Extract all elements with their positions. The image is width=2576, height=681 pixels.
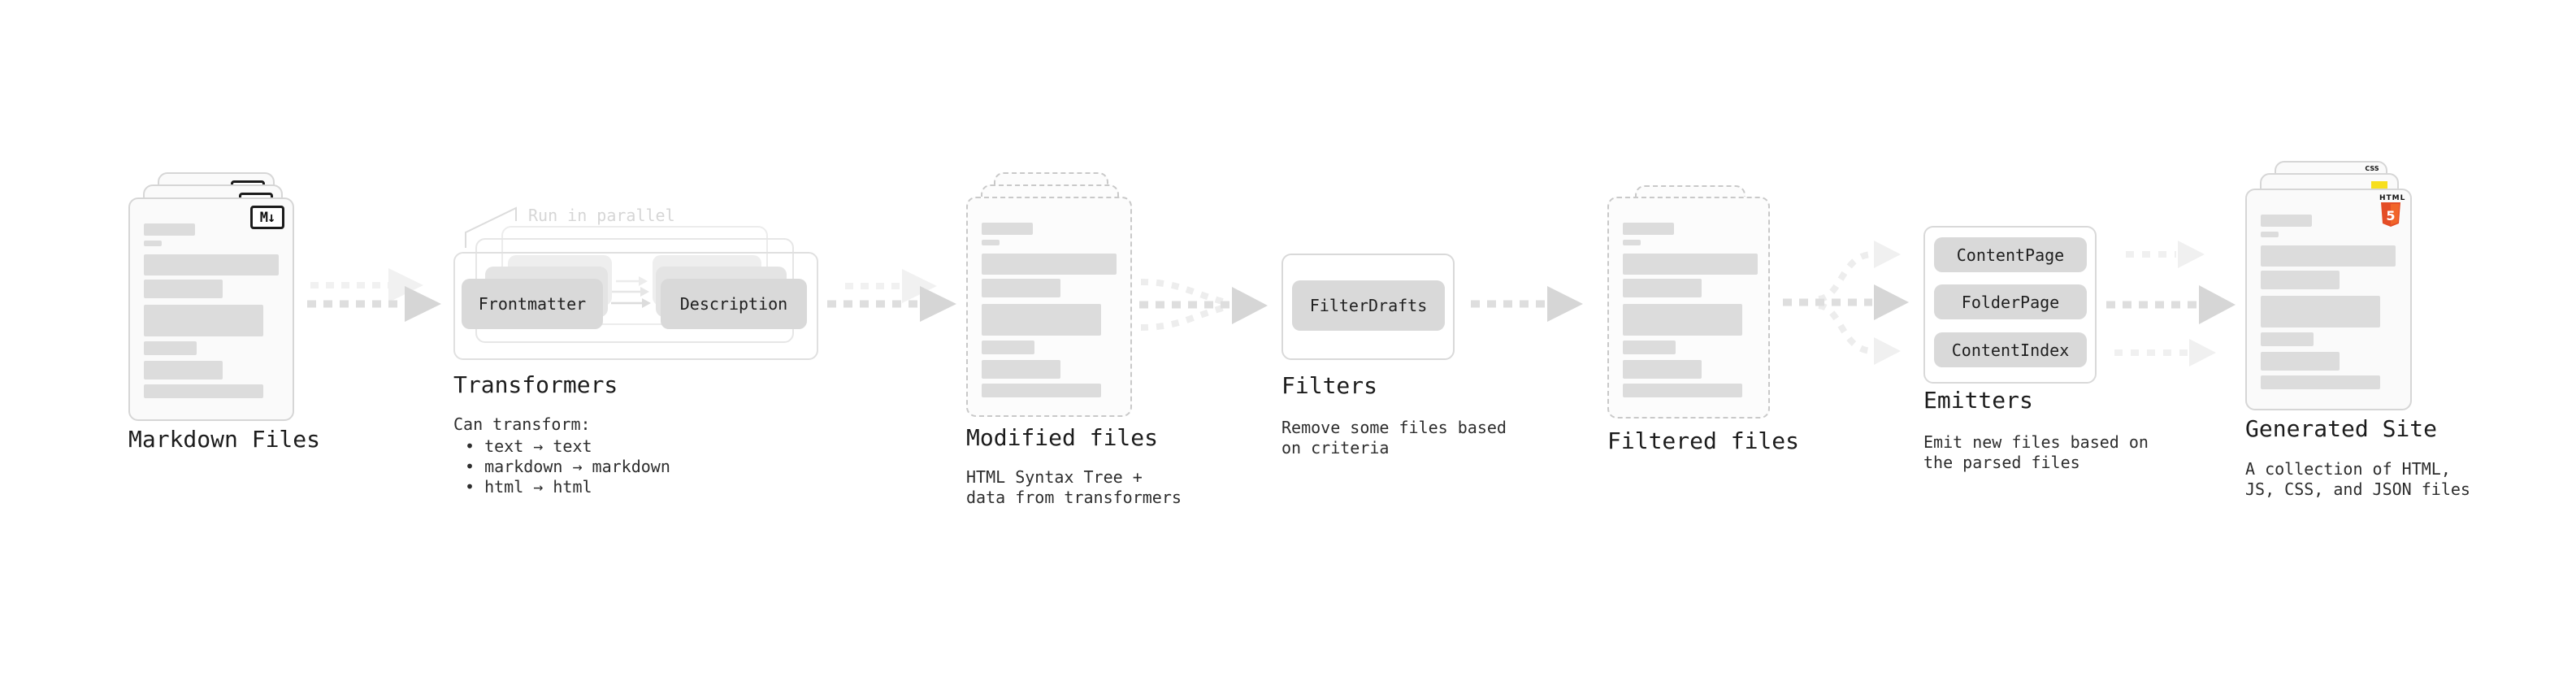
emitter-contentindex-pill: ContentIndex [1934,332,2087,367]
skeleton-bar [144,254,279,275]
skeleton-bar [1623,223,1674,235]
skeleton-bar [2261,271,2340,289]
emitters-description: Emit new files based on the parsed files [1923,432,2149,473]
arrow-emitters-to-generated [2106,241,2236,367]
markdown-files-title: Markdown Files [128,426,321,453]
generated-site-card-front: HTML 5 [2245,189,2412,410]
markdown-file-card-front: M↓ [128,197,294,421]
arrow-markdown-to-transformers [307,268,441,322]
description-line: JS, CSS, and JSON files [2245,479,2470,499]
skeleton-bar [2261,332,2314,346]
skeleton-bar [982,384,1101,397]
filtered-file-card-front [1607,197,1770,419]
skeleton-bar [2261,245,2396,267]
skeleton-bar [144,305,263,336]
html5-icon-label: HTML [2379,194,2406,202]
skeleton-bar [982,240,1000,245]
skeleton-bar [982,279,1060,297]
filters-description: Remove some files based on criteria [1281,418,1507,458]
arrow-filtered-to-emitters-diverge [1783,241,1909,365]
filters-title: Filters [1281,372,1378,399]
skeleton-bar [1623,240,1641,245]
modified-files-description: HTML Syntax Tree + data from transformer… [966,467,1182,508]
html5-icon: HTML 5 [2379,194,2406,230]
svg-text:5: 5 [2386,208,2395,223]
bullet-item: • html → html [465,477,592,497]
arrow-modified-to-filters-converge [1139,279,1268,331]
emitter-folderpage-pill: FolderPage [1934,284,2087,319]
emitter-contentpage-pill: ContentPage [1934,237,2087,272]
skeleton-bar [982,254,1117,275]
skeleton-bar [2261,375,2380,389]
skeleton-bar [2261,232,2279,237]
transformers-group-box-front [453,252,818,360]
description-line: data from transformers [966,488,1182,507]
skeleton-bar [2261,296,2380,327]
skeleton-bar [144,241,162,246]
transformers-bullet-list: • text → text • markdown → markdown • ht… [465,436,670,497]
description-line: Remove some files based [1281,418,1507,437]
arrow-filters-to-filtered [1471,286,1583,322]
bullet-item: • markdown → markdown [465,457,670,476]
markdown-icon: M↓ [250,206,284,229]
description-line: A collection of HTML, [2245,459,2451,479]
description-line: the parsed files [1923,453,2080,472]
emitters-title: Emitters [1923,387,2033,414]
skeleton-bar [144,280,223,298]
bullet-item: • text → text [465,436,592,456]
generated-site-title: Generated Site [2245,415,2438,442]
generated-site-description: A collection of HTML, JS, CSS, and JSON … [2245,459,2470,500]
skeleton-bar [1623,279,1702,297]
skeleton-bar [1623,384,1742,397]
skeleton-bar [982,360,1060,379]
transformer-frontmatter-pill: Frontmatter [462,279,603,329]
html5-shield: 5 [2381,202,2400,227]
skeleton-bar [144,384,263,398]
arrow-transformers-to-modified [827,269,956,322]
skeleton-bar [2261,215,2312,227]
skeleton-bar [1623,360,1702,379]
arrow-frontmatter-to-description [611,276,651,308]
description-line: Emit new files based on [1923,432,2149,452]
css-icon-label: CSS [2365,165,2379,172]
parallel-leader-line [465,206,517,248]
skeleton-bar [1623,340,1676,354]
skeleton-bar [982,223,1033,235]
description-line: HTML Syntax Tree + [966,467,1143,487]
skeleton-bar [144,341,197,355]
skeleton-bar [144,223,195,236]
modified-file-card-front [966,197,1132,417]
skeleton-bar [2261,352,2340,371]
skeleton-bar [144,361,223,380]
filtered-files-title: Filtered files [1607,427,1800,454]
skeleton-bar [1623,254,1758,275]
filter-filterdrafts-pill: FilterDrafts [1292,280,1445,331]
transformers-title: Transformers [453,371,618,398]
transformer-description-pill: Description [661,279,807,329]
skeleton-bar [982,340,1034,354]
description-line: on criteria [1281,438,1390,458]
modified-files-title: Modified files [966,424,1159,451]
skeleton-bar [1623,304,1742,336]
transformers-note-heading: Can transform: [453,414,591,434]
run-in-parallel-label: Run in parallel [528,206,675,225]
skeleton-bar [982,304,1101,336]
